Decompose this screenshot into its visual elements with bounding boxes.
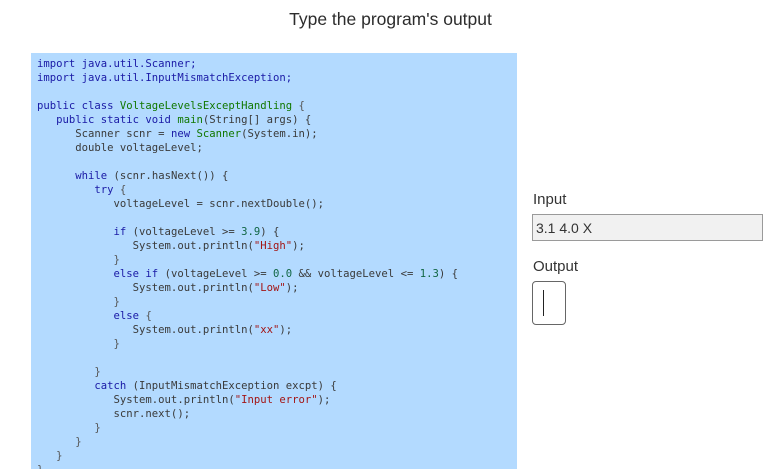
code-token: );: [279, 324, 293, 336]
code-line: [37, 155, 517, 169]
code-token: );: [317, 394, 331, 406]
code-token: }: [37, 254, 120, 266]
code-token: Scanner: [196, 128, 242, 140]
code-token: "Low": [253, 282, 286, 294]
code-token: );: [292, 240, 305, 252]
code-line: }: [37, 295, 517, 309]
code-line: }: [37, 253, 517, 267]
output-label: Output: [533, 258, 579, 275]
code-panel: import java.util.Scanner; import java.uti…: [31, 53, 517, 469]
code-line: public class VoltageLevelsExceptHandling…: [37, 99, 517, 113]
code-token: VoltageLevelsExceptHandling: [119, 100, 293, 112]
code-line: }: [37, 435, 517, 449]
code-line: else {: [37, 309, 517, 323]
code-line: voltageLevel = scnr.nextDouble();: [37, 197, 517, 211]
code-token: (String[] args) {: [202, 114, 312, 126]
code-token: {: [292, 100, 305, 112]
code-line: Scanner scnr = new Scanner(System.in);: [37, 127, 517, 141]
code-token: }: [37, 422, 101, 434]
code-token: }: [37, 338, 120, 350]
code-token: );: [285, 282, 299, 294]
code-line: import java.util.Scanner;: [37, 57, 517, 71]
code-line: [37, 85, 517, 99]
code-line: while (scnr.hasNext()) {: [37, 169, 517, 183]
code-token: main: [177, 114, 203, 126]
page-title: Type the program's output: [289, 9, 492, 29]
code-token: }: [37, 464, 43, 469]
code-line: public static void main(String[] args) {: [37, 113, 517, 127]
code-line: else if (voltageLevel >= 0.0 && voltageL…: [37, 267, 517, 281]
text-cursor: [543, 290, 544, 316]
code-token: "Input error": [234, 394, 318, 406]
code-token: import java.util.Scanner;: [37, 58, 197, 70]
code-token: else if: [37, 268, 165, 280]
code-line: }: [37, 463, 517, 469]
code-token: System.out.println(: [37, 394, 235, 406]
code-token: System.out.println(: [37, 240, 254, 252]
code-token: 1.3: [419, 268, 439, 280]
code-token: (System.in);: [241, 128, 318, 140]
code-line: }: [37, 365, 517, 379]
code-token: ) {: [260, 226, 280, 238]
code-token: System.out.println(: [37, 324, 254, 336]
code-line: }: [37, 421, 517, 435]
code-token: import java.util.InputMismatchException;: [37, 72, 293, 84]
code-line: }: [37, 337, 517, 351]
code-token: }: [37, 450, 63, 462]
code-token: "xx": [253, 324, 280, 336]
code-token: System.out.println(: [37, 282, 254, 294]
code-line: catch (InputMismatchException excpt) {: [37, 379, 517, 393]
code-token: if: [37, 226, 133, 238]
code-token: double voltageLevel;: [37, 142, 203, 154]
code-token: }: [37, 436, 82, 448]
code-token: }: [37, 366, 101, 378]
code-token: try: [37, 184, 120, 196]
code-token: {: [145, 310, 152, 322]
code-line: System.out.println("Input error");: [37, 393, 517, 407]
code-line: System.out.println("Low");: [37, 281, 517, 295]
code-line: }: [37, 449, 517, 463]
code-line: System.out.println("xx");: [37, 323, 517, 337]
code-token: }: [37, 296, 120, 308]
input-label: Input: [533, 191, 567, 208]
code-token: else: [37, 310, 146, 322]
code-token: "High": [253, 240, 293, 252]
code-token: (scnr.hasNext()) {: [113, 170, 229, 182]
code-token: catch: [37, 380, 133, 392]
code-token: 3.9: [241, 226, 261, 238]
code-token: Scanner scnr =: [37, 128, 171, 140]
code-line: import java.util.InputMismatchException;: [37, 71, 517, 85]
code-line: [37, 211, 517, 225]
code-token: (voltageLevel >=: [164, 268, 273, 280]
code-line: try {: [37, 183, 517, 197]
code-token: (voltageLevel >=: [132, 226, 242, 238]
code-token: {: [119, 184, 127, 196]
code-line: System.out.println("High");: [37, 239, 517, 253]
code-line: if (voltageLevel >= 3.9) {: [37, 225, 517, 239]
code-token: while: [37, 170, 114, 182]
code-token: scnr.next();: [37, 408, 191, 420]
code-line: [37, 351, 517, 365]
code-token: (InputMismatchException excpt) {: [132, 380, 337, 392]
code-line: double voltageLevel;: [37, 141, 517, 155]
code-token: 0.0: [273, 268, 293, 280]
code-token: && voltageLevel <=: [292, 268, 420, 280]
code-line: scnr.next();: [37, 407, 517, 421]
code-token: ) {: [438, 268, 458, 280]
code-token: public static void: [37, 114, 178, 126]
code-token: voltageLevel = scnr.nextDouble();: [37, 198, 325, 210]
input-field: [532, 214, 763, 241]
code-token: public class: [37, 100, 120, 112]
code-token: new: [170, 128, 197, 140]
output-field[interactable]: [532, 281, 566, 325]
